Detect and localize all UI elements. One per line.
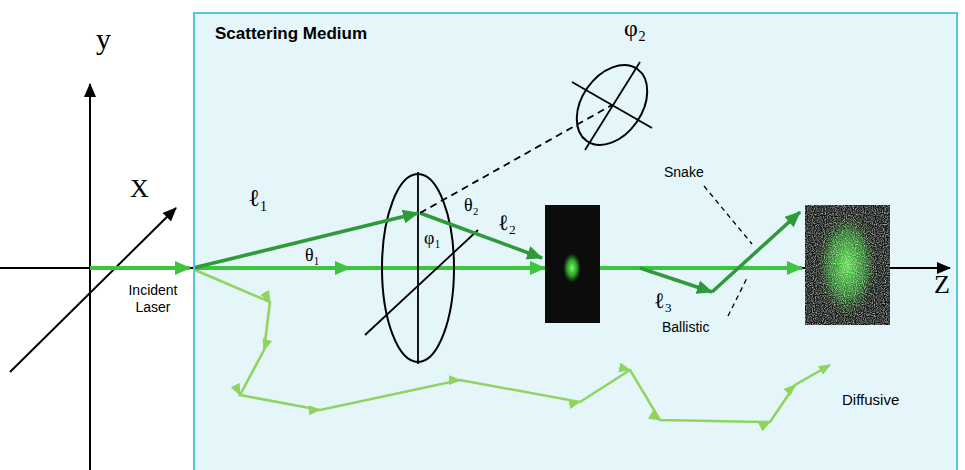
angle-label: θ₁ [305, 246, 320, 264]
beam-label: Incident Laser [116, 282, 190, 316]
axis-label: X [130, 176, 149, 202]
path-length: ℓ₁ [248, 186, 268, 210]
axis-label: y [96, 24, 111, 54]
angle-label: θ₂ [464, 196, 479, 214]
path-length: ℓ₃ [654, 290, 672, 312]
photon-type-label: Snake [664, 165, 704, 179]
angle-label: φ₁ [424, 229, 441, 247]
region-title: Scattering Medium [215, 24, 367, 44]
angle-label: φ₂ [624, 16, 646, 40]
photon-type-label: Ballistic [662, 320, 709, 334]
path-length: ℓ₂ [498, 212, 516, 234]
axis-label: Z [934, 272, 950, 298]
photon-type-label: Diffusive [842, 392, 899, 407]
